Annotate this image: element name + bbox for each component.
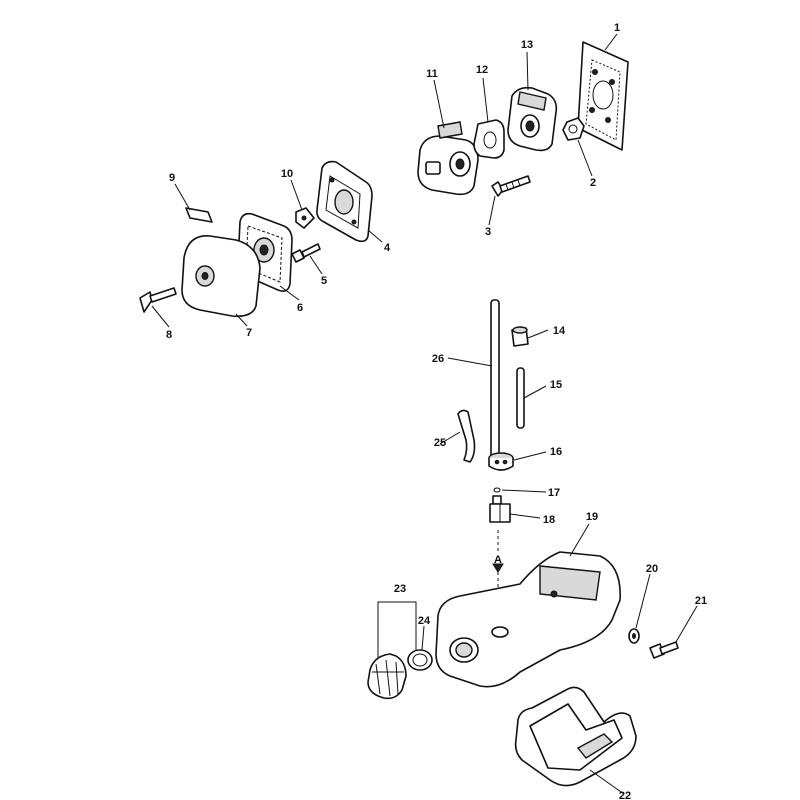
callout-12: 12 xyxy=(476,64,488,76)
part-8-wing-bolt xyxy=(139,287,177,313)
part-7-filter-cover xyxy=(181,235,261,318)
part-16-grommet xyxy=(488,452,514,471)
callout-22: 22 xyxy=(619,790,631,800)
part-12-carb-gasket xyxy=(473,119,505,159)
callout-23: 23 xyxy=(394,583,406,595)
callout-25: 25 xyxy=(434,437,446,449)
leader-lines xyxy=(151,33,698,795)
part-13-insulator xyxy=(507,86,558,152)
callout-17: 17 xyxy=(548,487,560,499)
arrow-label-a: A xyxy=(494,554,502,566)
part-17-ring xyxy=(493,487,501,493)
callout-18: 18 xyxy=(543,514,555,526)
part-11-carburetor xyxy=(417,121,479,196)
callout-5: 5 xyxy=(321,275,327,287)
part-4-filter-base xyxy=(316,160,373,243)
callout-3: 3 xyxy=(485,226,491,238)
part-20-washer xyxy=(628,628,640,644)
callout-11: 11 xyxy=(426,68,438,80)
part-1-gasket xyxy=(577,41,629,151)
part-26-long-fuel-line xyxy=(490,299,500,461)
callout-10: 10 xyxy=(281,168,293,180)
part-15-short-fuel-line xyxy=(516,367,525,429)
part-18-fuel-filter xyxy=(489,495,511,523)
callout-1: 1 xyxy=(614,22,620,34)
part-9-label xyxy=(185,207,213,223)
callout-21: 21 xyxy=(695,595,707,607)
callout-2: 2 xyxy=(590,177,596,189)
part-22-tank-bracket xyxy=(514,686,637,787)
callout-8: 8 xyxy=(166,329,172,341)
part-10-clip xyxy=(295,207,315,229)
part-5-screw xyxy=(291,243,321,263)
part-25-curved-hose xyxy=(457,409,476,463)
callout-numbers: 1 2 3 4 5 6 7 8 9 10 11 12 13 14 15 16 1… xyxy=(166,22,707,800)
callout-16: 16 xyxy=(550,446,562,458)
part-24-cap-gasket xyxy=(407,649,433,671)
callout-19: 19 xyxy=(586,511,598,523)
callout-9: 9 xyxy=(169,172,175,184)
part-3-screw xyxy=(491,175,531,197)
callout-14: 14 xyxy=(553,325,566,337)
part-2-nut xyxy=(562,117,585,141)
callout-13: 13 xyxy=(521,39,533,51)
part-23-fuel-cap xyxy=(367,653,407,700)
callout-20: 20 xyxy=(646,563,658,575)
callout-6: 6 xyxy=(297,302,303,314)
part-14-fuel-cap-fitting xyxy=(511,326,529,347)
callout-4: 4 xyxy=(384,242,391,254)
callout-26: 26 xyxy=(432,353,444,365)
callout-24: 24 xyxy=(418,615,431,627)
callout-15: 15 xyxy=(550,379,562,391)
part-21-bolt xyxy=(649,641,679,659)
callout-7: 7 xyxy=(246,327,252,339)
part-19-fuel-tank xyxy=(435,551,621,688)
